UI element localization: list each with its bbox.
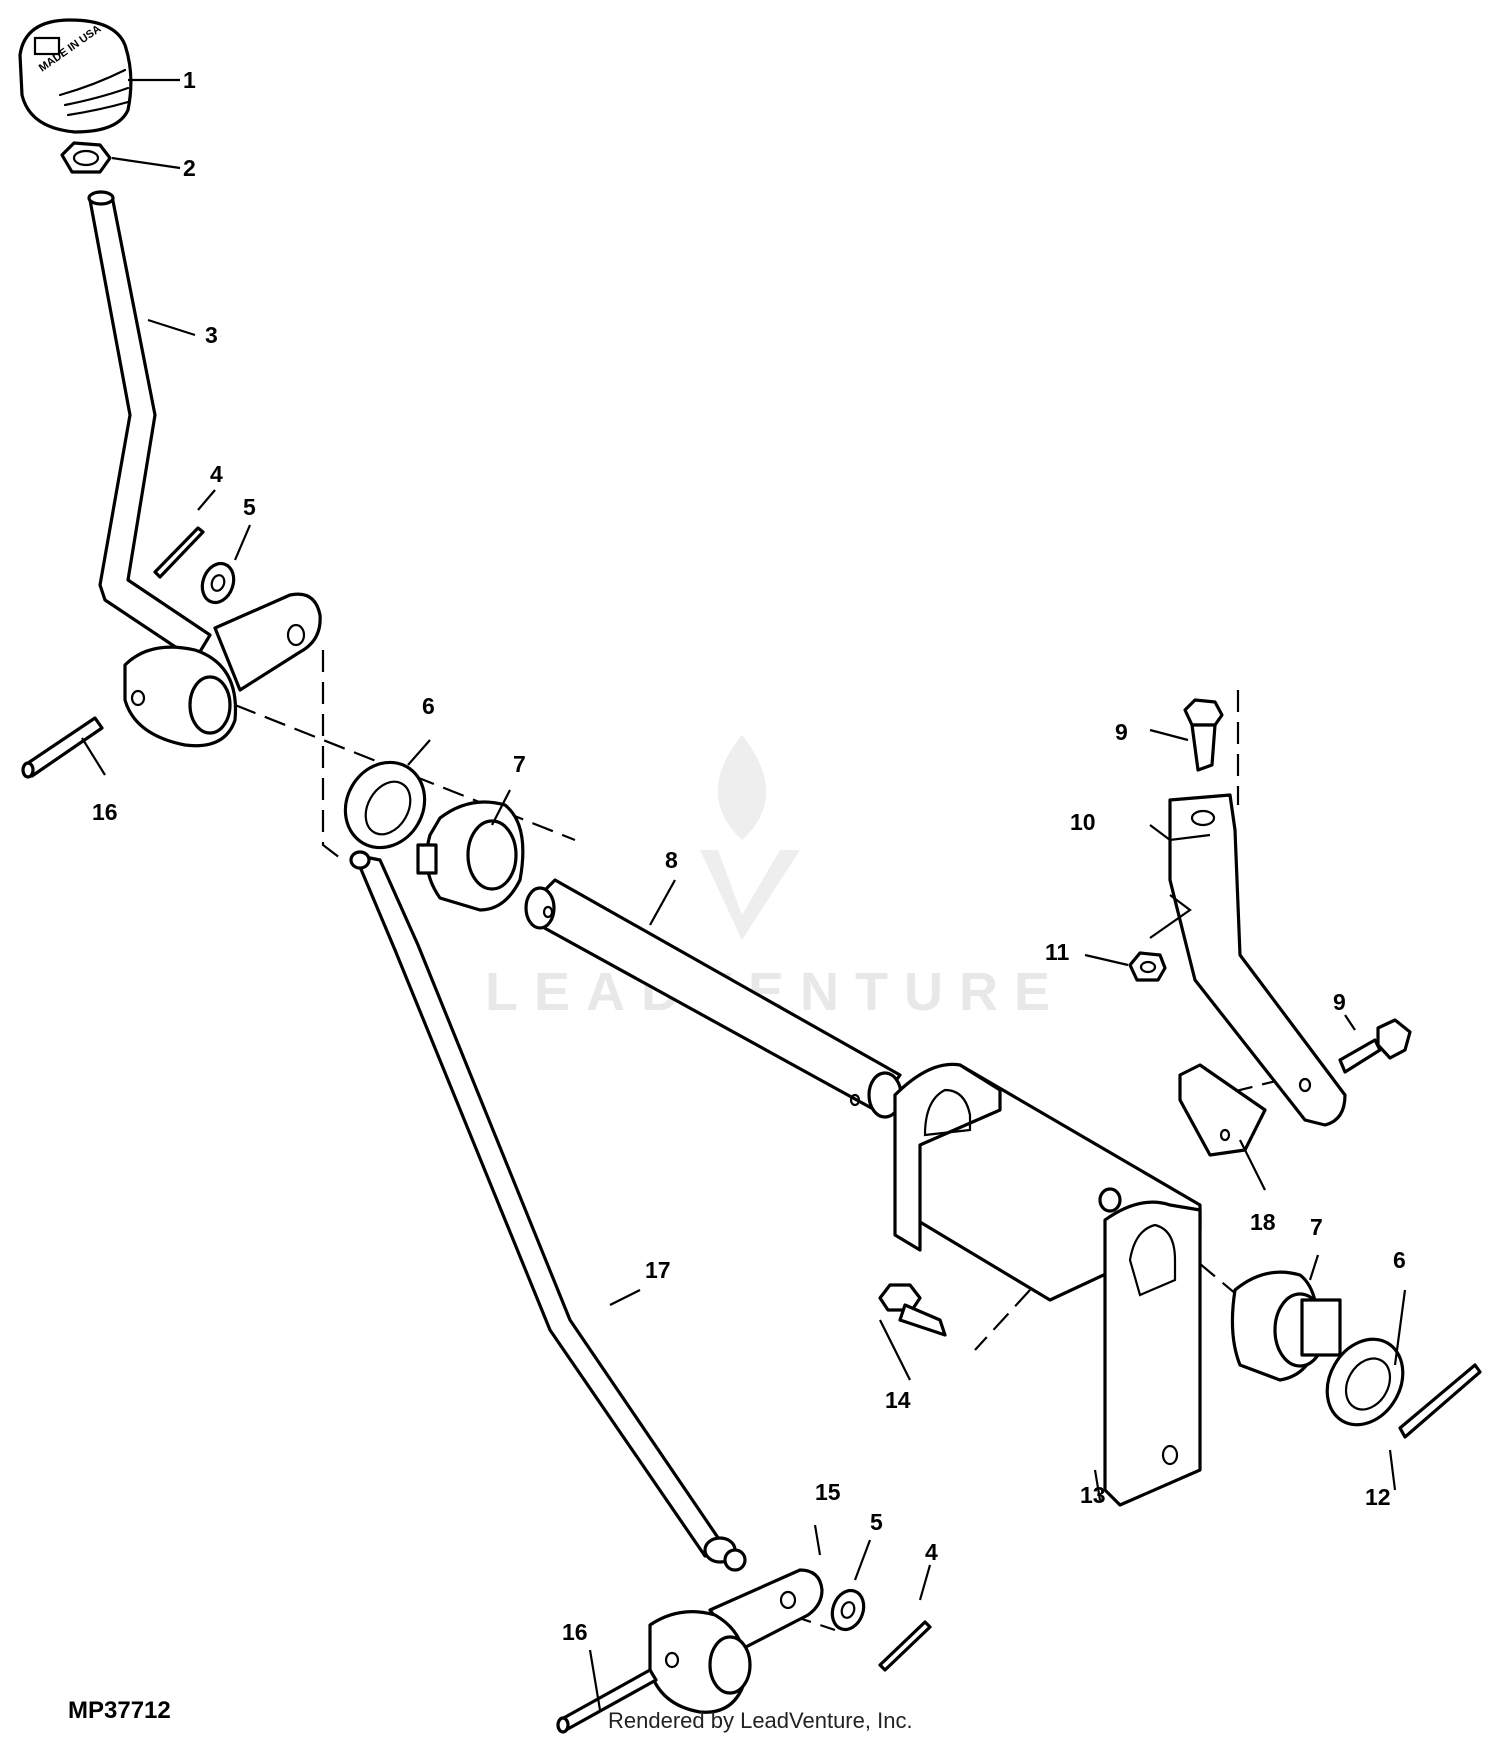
part-14-bolt: [878, 1283, 947, 1337]
part-5-washer-top: [200, 561, 236, 605]
callout-4-bottom: 4: [925, 1539, 938, 1565]
part-18-spacer-plate: [1178, 1063, 1267, 1157]
part-8-cross-shaft: [524, 878, 903, 1119]
callout-9-right: 9: [1333, 989, 1346, 1015]
credit-text: Rendered by LeadVenture, Inc.: [608, 1708, 913, 1733]
part-4-cotter-pin-top: [153, 526, 205, 579]
part-9-bolt-right: [1338, 1018, 1412, 1074]
deere-logo-icon: [33, 36, 61, 56]
callout-9-top: 9: [1115, 719, 1128, 745]
part-10-arm: [1168, 793, 1347, 1127]
callout-labels: 1 2 3 4 5 6 7 8 9 10 11 9 16 17 18 7 6 1…: [92, 67, 1406, 1645]
part-3-lever-rod: [87, 190, 212, 662]
callout-8: 8: [665, 847, 678, 873]
callout-14: 14: [885, 1387, 911, 1413]
callout-10: 10: [1070, 809, 1096, 835]
callout-18: 18: [1250, 1209, 1276, 1235]
callout-13: 13: [1080, 1482, 1106, 1508]
part-13-bracket: [893, 1062, 1202, 1507]
upper-pivot-arm: [123, 592, 322, 748]
callout-2: 2: [183, 155, 196, 181]
callout-6-right: 6: [1393, 1247, 1406, 1273]
callout-6-left: 6: [422, 693, 435, 719]
callout-5-bottom: 5: [870, 1509, 883, 1535]
leader-lines: [81, 78, 1407, 1711]
callout-12: 12: [1365, 1484, 1391, 1510]
part-17-link-rod: [349, 850, 747, 1572]
part-6-washer-right: [1325, 1337, 1405, 1427]
part-6-washer-left: [343, 760, 427, 850]
watermark-logo: LEADVENTURE: [485, 735, 1050, 1022]
callout-3: 3: [205, 322, 218, 348]
callout-16-top: 16: [92, 799, 118, 825]
callout-1: 1: [183, 67, 196, 93]
callout-17: 17: [645, 1257, 671, 1283]
callout-7-left: 7: [513, 751, 526, 777]
callout-11: 11: [1045, 939, 1070, 965]
figure-id: MP37712: [68, 1697, 171, 1724]
part-1-knob: MADE IN USA: [18, 18, 133, 134]
part-7-bushing-left: [416, 800, 525, 912]
part-12-cotter-pin: [1398, 1363, 1482, 1439]
part-2-nut: [60, 141, 112, 174]
part-16-roll-pin-top: [21, 716, 104, 779]
part-4-cotter-pin-bottom: [878, 1620, 932, 1672]
bracket-nut: [1098, 1187, 1122, 1213]
part-16-roll-pin-bottom: [556, 1668, 658, 1734]
part-7-bushing-right: [1230, 1270, 1342, 1382]
part-15-lower-pivot-arm: [648, 1568, 824, 1714]
part-9-bolt-top: [1183, 698, 1224, 772]
callout-15: 15: [815, 1479, 841, 1505]
callout-4-top: 4: [210, 461, 223, 487]
callout-5-top: 5: [243, 494, 256, 520]
callout-16-bottom: 16: [562, 1619, 588, 1645]
part-11-nut: [1128, 951, 1167, 982]
callout-7-right: 7: [1310, 1214, 1323, 1240]
part-5-washer-bottom: [830, 1588, 866, 1632]
